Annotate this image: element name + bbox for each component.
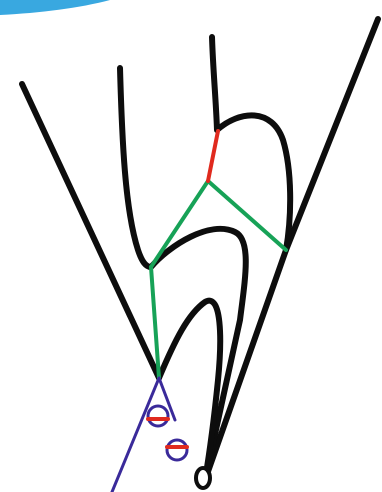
left-outer-line [22,84,159,378]
red-segment [208,131,218,181]
blue-corner-shape [0,0,110,15]
purple-line [112,378,175,492]
right-outer-line [205,19,378,480]
green-branch-right [208,181,286,250]
purple-circle-lower [167,440,187,460]
oval-root-icon [196,468,210,488]
purple-circle-upper [148,406,168,426]
green-branch-left [151,181,208,267]
